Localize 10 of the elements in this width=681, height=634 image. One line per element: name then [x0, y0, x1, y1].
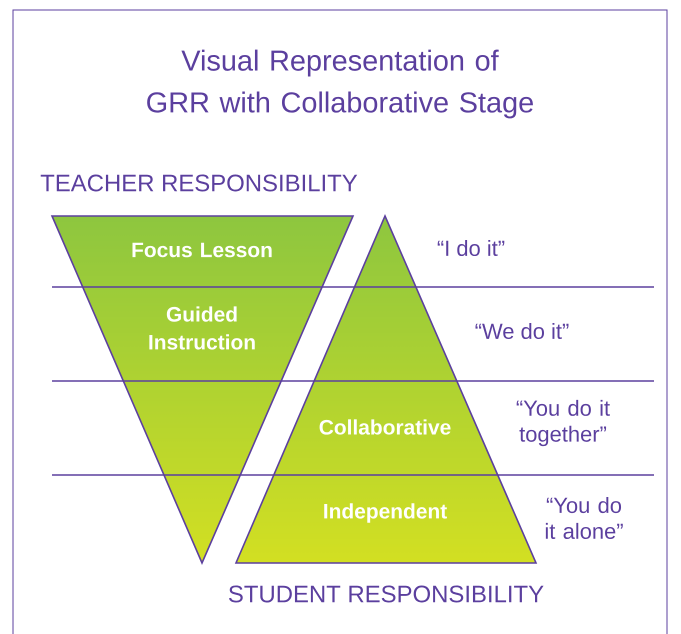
- stage-label: Guided Instruction: [149, 306, 255, 350]
- quote: “You do it together”: [516, 400, 610, 446]
- quote: “I do it”: [438, 240, 504, 256]
- responsibility-heading: STUDENT RESPONSIBILITY: [228, 586, 544, 602]
- quote: “We do it”: [476, 322, 568, 340]
- stage-label: Collaborative: [320, 419, 451, 435]
- responsibility-heading: TEACHER RESPONSIBILITY: [40, 174, 358, 192]
- stage-label: Independent: [324, 503, 447, 523]
- title: Visual Representation of GRR with Collaborative Stage: [147, 50, 533, 118]
- stage-label: Focus Lesson: [132, 242, 272, 258]
